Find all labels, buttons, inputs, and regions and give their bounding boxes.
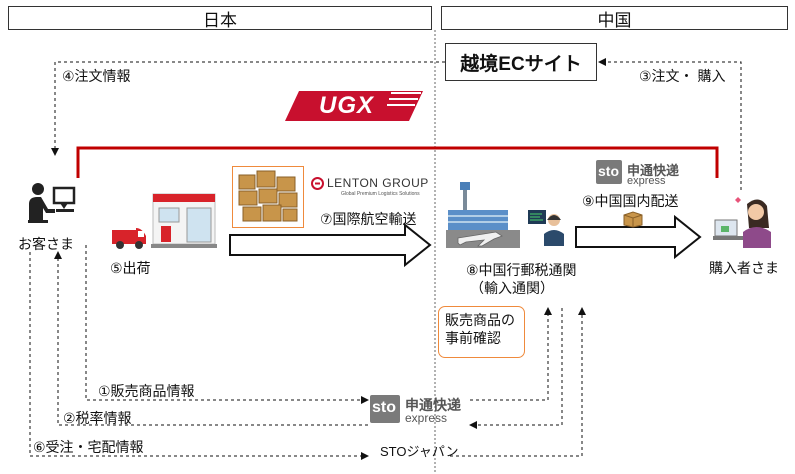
customs-label-1: ⑧中国行郵税通関 <box>466 262 577 278</box>
order-purchase-arrow <box>598 58 742 190</box>
intl-air-arrow <box>229 222 432 268</box>
ugx-logo-text: UGX <box>319 92 375 119</box>
precheck-box: 販売商品の事前確認 <box>438 306 525 358</box>
order-delivery-arrow <box>29 252 369 460</box>
intl-air-label: ⑦国際航空輸送 <box>320 211 417 227</box>
cargo-boxes-icon <box>232 166 304 228</box>
precheck-label: 販売商品の事前確認 <box>445 312 515 346</box>
package-icon <box>622 210 644 228</box>
header-japan-label: 日本 <box>203 10 237 30</box>
customer-computer-icon <box>26 182 78 226</box>
customs-link-up <box>470 307 552 401</box>
store-icon <box>151 192 217 248</box>
customs-link-down <box>469 308 563 429</box>
order-info-arrow <box>51 61 445 156</box>
sto-logo-top-mark: sto <box>598 163 619 179</box>
lenton-tagline: Global Premium Logistics Solutions <box>341 191 420 197</box>
ugx-bracket <box>76 146 719 178</box>
order-purchase-label: ③注文・ 購入 <box>639 68 726 84</box>
sto-logo-bottom-en: express <box>405 411 448 425</box>
sto-logo-bottom-mark: sto <box>372 399 396 416</box>
tax-info-label: ②税率情報 <box>63 410 132 426</box>
buyer-label: 購入者さま <box>709 260 779 276</box>
buyer-icon <box>709 192 773 250</box>
header-china: 中国 <box>441 6 788 30</box>
tax-info-arrow <box>54 251 368 426</box>
domestic-arrow <box>575 214 702 260</box>
product-info-label: ①販売商品情報 <box>98 383 195 399</box>
lenton-logo: LENTON GROUP Global Premium Logistics So… <box>311 176 436 200</box>
customs-label-2: （輸入通関） <box>470 280 554 296</box>
customs-officer-icon <box>526 206 564 250</box>
order-info-label: ④注文情報 <box>62 68 131 84</box>
order-delivery-info-label: ⑥受注・宅配情報 <box>33 439 144 455</box>
lenton-name: LENTON GROUP <box>327 176 429 190</box>
ec-site-label: 越境ECサイト <box>460 53 582 75</box>
ec-site-box: 越境ECサイト <box>445 43 597 81</box>
product-info-arrow <box>85 245 369 404</box>
sto-logo-top: sto 申通快递 express <box>596 160 692 188</box>
sto-japan-label: STOジャパン <box>380 444 459 459</box>
domestic-delivery-label: ⑨中国国内配送 <box>582 193 679 209</box>
airport-icon <box>446 178 520 252</box>
sto-logo-bottom: sto 申通快递 express <box>370 395 466 427</box>
header-japan: 日本 <box>8 6 432 30</box>
sto-logo-bottom-cn: 申通快递 <box>405 397 461 413</box>
sto-logo-top-cn: 申通快递 <box>627 163 680 178</box>
header-china-label: 中国 <box>597 10 632 30</box>
ugx-logo: UGX <box>281 87 429 125</box>
shipping-label: ⑤出荷 <box>110 260 151 276</box>
customer-label: お客さま <box>18 236 74 252</box>
sto-link-up <box>450 307 586 457</box>
truck-icon <box>110 224 148 250</box>
sto-logo-top-en: express <box>627 175 666 187</box>
